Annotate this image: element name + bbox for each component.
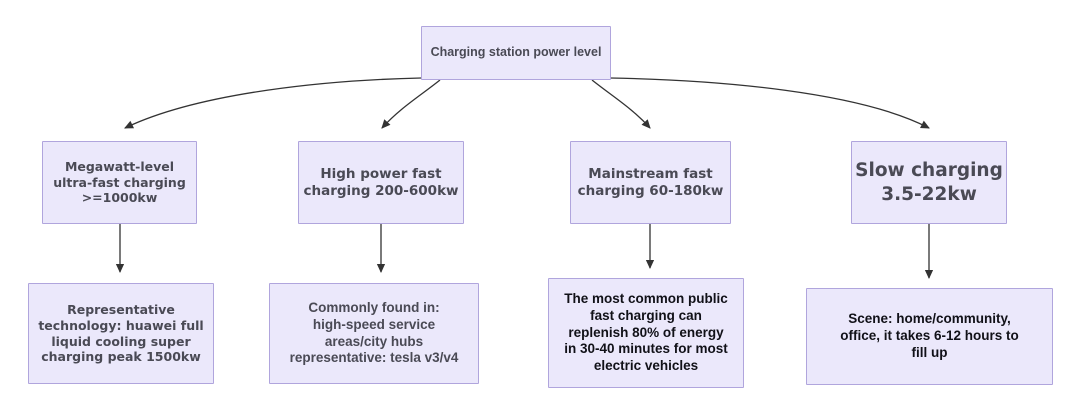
node-label: Charging station power level xyxy=(430,45,602,60)
node-high-power-fast-charging[interactable]: High power fast charging 200-600kw xyxy=(298,141,464,224)
edge-root-to-slow xyxy=(609,77,930,129)
edge-root-to-mainstream xyxy=(591,79,651,129)
node-commonly-found-in[interactable]: Commonly found in: high-speed service ar… xyxy=(269,283,479,384)
node-charging-station-power-level[interactable]: Charging station power level xyxy=(421,26,611,80)
edge-root-to-highpower xyxy=(381,79,441,129)
edge-root-to-megawatt xyxy=(124,77,422,129)
node-representative-technology[interactable]: Representative technology: huawei full l… xyxy=(28,283,214,384)
node-megawatt-level[interactable]: Megawatt-level ultra-fast charging >=100… xyxy=(42,141,197,224)
node-label: Representative technology: huawei full l… xyxy=(38,302,204,365)
node-most-common-public-fast-charging[interactable]: The most common public fast charging can… xyxy=(548,278,744,388)
node-slow-charging[interactable]: Slow charging 3.5-22kw xyxy=(851,141,1007,224)
node-label: High power fast charging 200-600kw xyxy=(303,165,459,199)
node-label: The most common public fast charging can… xyxy=(564,290,728,374)
node-label: Slow charging 3.5-22kw xyxy=(855,160,1003,205)
node-label: Mainstream fast charging 60-180kw xyxy=(577,165,724,199)
node-label: Megawatt-level ultra-fast charging >=100… xyxy=(53,159,186,206)
node-label: Scene: home/community, office, it takes … xyxy=(840,311,1019,360)
node-mainstream-fast-charging[interactable]: Mainstream fast charging 60-180kw xyxy=(570,141,731,224)
node-scene-home-community[interactable]: Scene: home/community, office, it takes … xyxy=(806,288,1053,385)
node-label: Commonly found in: high-speed service ar… xyxy=(289,299,459,366)
